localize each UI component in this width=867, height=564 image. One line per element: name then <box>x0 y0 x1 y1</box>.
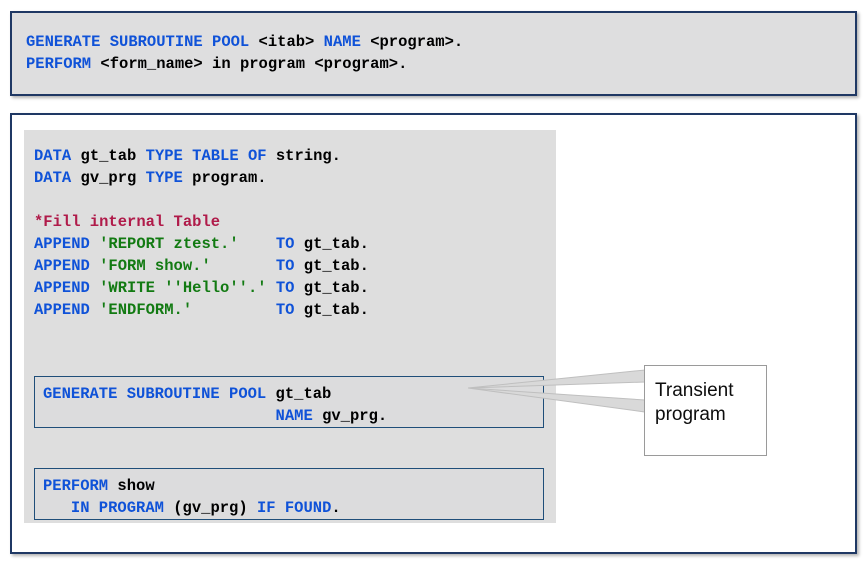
code-line: DATA gv_prg TYPE program. <box>34 167 341 189</box>
code-line: APPEND 'REPORT ztest.' TO gt_tab. <box>34 233 369 255</box>
callout-box: Transient program <box>644 365 767 456</box>
code-token: show <box>117 477 155 495</box>
code-line: PERFORM <form_name> in program <program>… <box>26 53 463 75</box>
code-line: APPEND 'FORM show.' TO gt_tab. <box>34 255 369 277</box>
code-token: 'WRITE ''Hello''.' <box>99 279 267 297</box>
code-token <box>43 499 71 517</box>
code-token: TO <box>275 235 304 253</box>
code-line: APPEND 'ENDFORM.' TO gt_tab. <box>34 299 369 321</box>
code-token: APPEND <box>34 235 100 253</box>
perform-statement-text: PERFORM show IN PROGRAM (gv_prg) IF FOUN… <box>43 475 341 519</box>
generate-statement-text: GENERATE SUBROUTINE POOL gt_tab NAME gv_… <box>43 383 387 427</box>
code-token: <form_name> in program <program>. <box>100 55 408 73</box>
code-token: APPEND <box>34 279 100 297</box>
code-panel: DATA gt_tab TYPE TABLE OF string.DATA gv… <box>24 130 556 523</box>
code-token: <program>. <box>370 33 464 51</box>
code-token <box>211 257 276 275</box>
code-token: TYPE <box>145 169 193 187</box>
code-line: PERFORM show <box>43 475 341 497</box>
syntax-reference-box: GENERATE SUBROUTINE POOL <itab> NAME <pr… <box>10 11 857 96</box>
code-token: TO <box>275 279 304 297</box>
code-token: 'REPORT ztest.' <box>99 235 239 253</box>
code-line: GENERATE SUBROUTINE POOL gt_tab <box>43 383 387 405</box>
code-token <box>267 279 276 297</box>
perform-statement-box: PERFORM show IN PROGRAM (gv_prg) IF FOUN… <box>34 468 544 520</box>
code-token: program. <box>192 169 267 187</box>
code-token: TO <box>275 301 304 319</box>
code-token: PERFORM <box>43 477 118 495</box>
code-line: NAME gv_prg. <box>43 405 388 427</box>
code-token: DATA <box>34 169 81 187</box>
code-line: DATA gt_tab TYPE TABLE OF string. <box>34 145 341 167</box>
code-token: GENERATE SUBROUTINE POOL <box>26 33 259 51</box>
code-token: gt_tab <box>275 385 332 403</box>
code-token: TO <box>275 257 304 275</box>
code-token: gt_tab. <box>303 301 369 319</box>
code-token: gt_tab <box>80 147 146 165</box>
code-token: DATA <box>34 147 81 165</box>
syntax-code-text: GENERATE SUBROUTINE POOL <itab> NAME <pr… <box>26 31 463 75</box>
code-line: *Fill internal Table <box>34 211 369 233</box>
code-token: *Fill internal Table <box>34 213 221 231</box>
code-token: string. <box>275 147 341 165</box>
generate-statement-box: GENERATE SUBROUTINE POOL gt_tab NAME gv_… <box>34 376 544 428</box>
code-token: . <box>331 499 341 517</box>
code-token: gv_prg <box>80 169 146 187</box>
code-token: TYPE TABLE OF <box>145 147 276 165</box>
code-token: IN PROGRAM <box>70 499 174 517</box>
code-token <box>43 407 276 425</box>
code-line: GENERATE SUBROUTINE POOL <itab> NAME <pr… <box>26 31 463 53</box>
code-token: gt_tab. <box>303 257 369 275</box>
code-line: APPEND 'WRITE ''Hello''.' TO gt_tab. <box>34 277 369 299</box>
code-token: gt_tab. <box>303 279 369 297</box>
code-token <box>192 301 276 319</box>
code-blank-line <box>34 189 341 211</box>
code-token: NAME <box>275 407 323 425</box>
callout-label: Transient program <box>655 380 734 425</box>
code-token: <itab> <box>258 33 324 51</box>
code-line: IN PROGRAM (gv_prg) IF FOUND. <box>43 497 341 519</box>
code-token: PERFORM <box>26 55 101 73</box>
code-token: gt_tab. <box>303 235 369 253</box>
code-token: NAME <box>323 33 371 51</box>
code-token: GENERATE SUBROUTINE POOL <box>43 385 276 403</box>
declaration-code-text: DATA gt_tab TYPE TABLE OF string.DATA gv… <box>34 145 341 211</box>
code-token: APPEND <box>34 257 100 275</box>
code-token <box>239 235 276 253</box>
code-token: gv_prg. <box>322 407 388 425</box>
code-token: 'ENDFORM.' <box>99 301 193 319</box>
code-token: 'FORM show.' <box>99 257 211 275</box>
code-token: (gv_prg) <box>173 499 257 517</box>
code-token: APPEND <box>34 301 100 319</box>
code-token: IF FOUND <box>256 499 332 517</box>
example-frame: DATA gt_tab TYPE TABLE OF string.DATA gv… <box>10 113 857 554</box>
